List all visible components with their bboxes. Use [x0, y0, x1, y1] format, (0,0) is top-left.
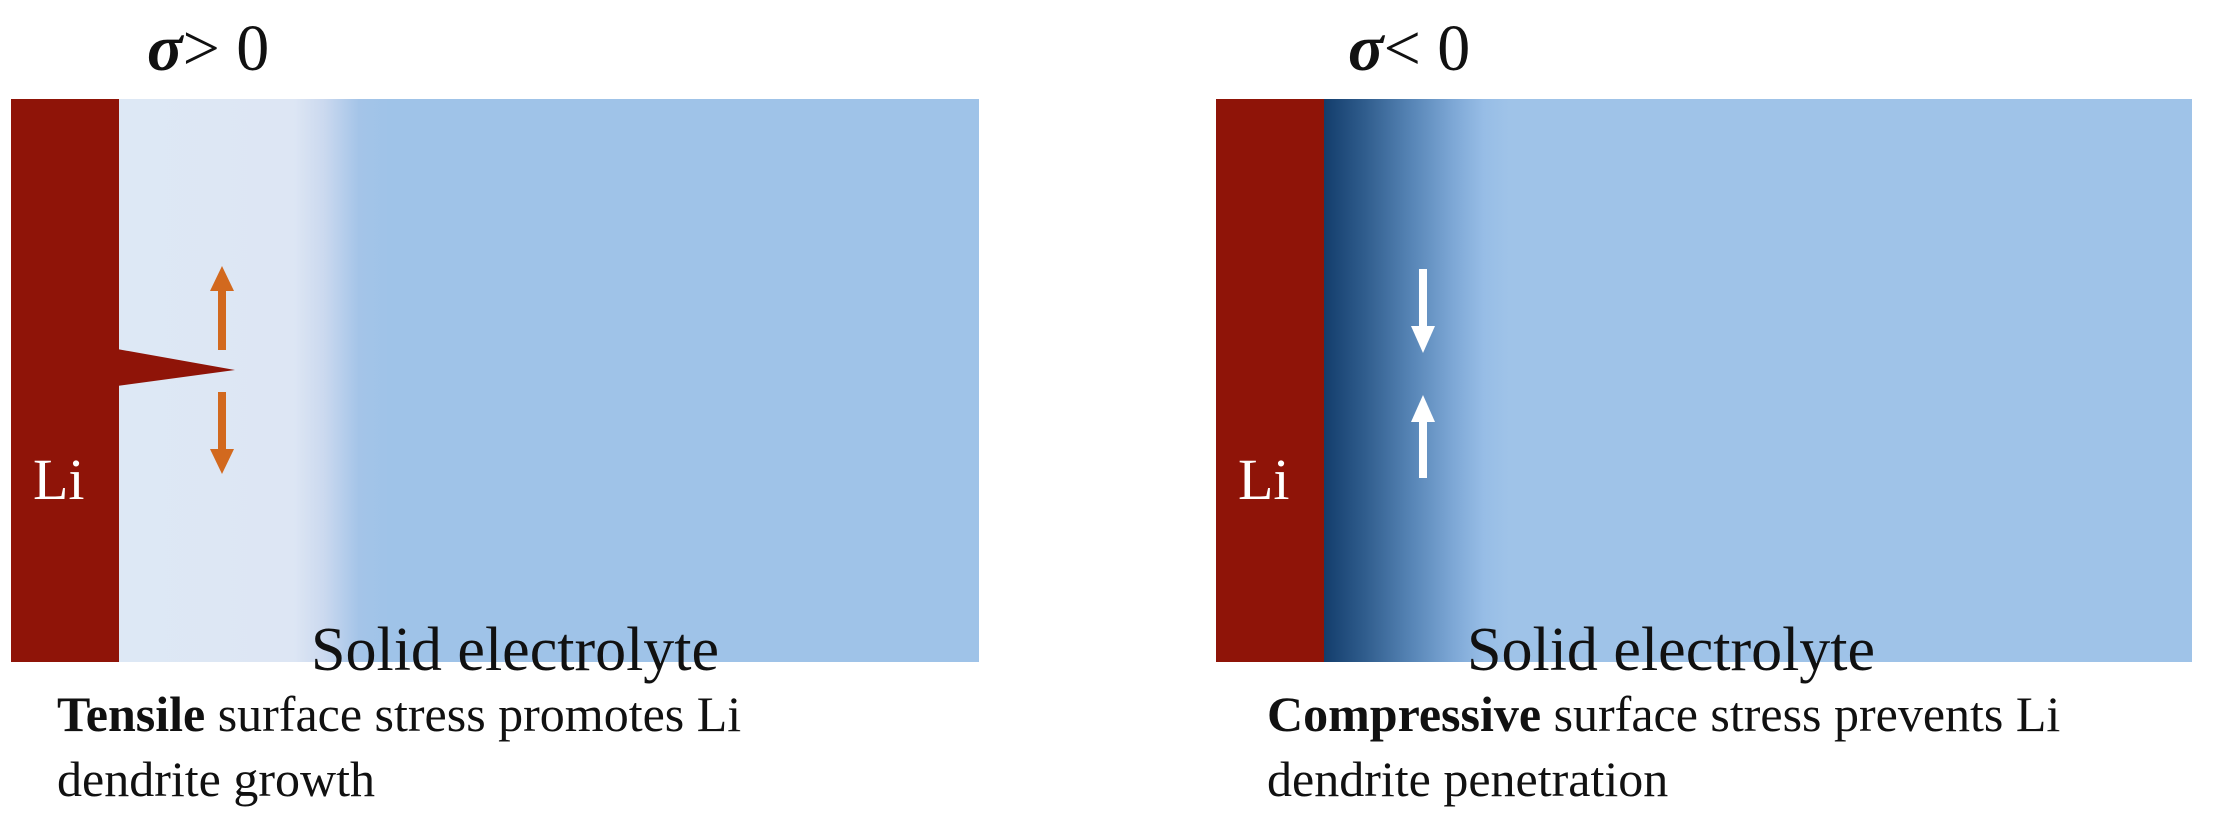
li-label: Li	[1238, 447, 1290, 512]
tensile-caption: Tensile surface stress promotes Li dendr…	[57, 682, 1057, 812]
tensile-overlay	[117, 266, 235, 474]
sigma-relation: < 0	[1383, 12, 1471, 85]
converging-vertical-arrows-icon	[1411, 269, 1435, 478]
li-label: Li	[33, 447, 85, 512]
sigma-symbol: σ	[147, 12, 183, 85]
tensile-panel: σ> 0 Li Solid electrolyte Tensile surfac…	[0, 0, 1000, 827]
electrolyte-label: Solid electrolyte	[1467, 616, 1876, 684]
double-headed-vertical-arrow-icon	[210, 266, 234, 474]
lithium-electrode: Li	[1216, 99, 1324, 662]
sigma-positive-label: σ> 0	[147, 16, 269, 82]
caption-keyword: Compressive	[1267, 686, 1542, 742]
caption-keyword: Tensile	[57, 686, 206, 742]
compressive-caption: Compressive surface stress prevents Li d…	[1267, 682, 2237, 812]
dendrite-spike	[117, 349, 235, 386]
solid-electrolyte-block: Solid electrolyte	[119, 99, 979, 681]
electrolyte-label: Solid electrolyte	[311, 616, 720, 684]
caption-text-line2: dendrite penetration	[1267, 751, 1669, 807]
compressive-overlay	[1411, 269, 1435, 478]
caption-text: surface stress prevents Li	[1541, 686, 2061, 742]
solid-electrolyte-block: Solid electrolyte	[1324, 99, 2192, 681]
sigma-negative-label: σ< 0	[1348, 16, 1470, 82]
sigma-symbol: σ	[1348, 12, 1384, 85]
caption-text-line2: dendrite growth	[57, 751, 375, 807]
compressive-panel: σ< 0 Li Solid electrolyte Compressive su…	[1205, 0, 2205, 827]
sigma-relation: > 0	[182, 12, 270, 85]
caption-text: surface stress promotes Li	[205, 686, 742, 742]
lithium-electrode: Li	[11, 99, 119, 662]
